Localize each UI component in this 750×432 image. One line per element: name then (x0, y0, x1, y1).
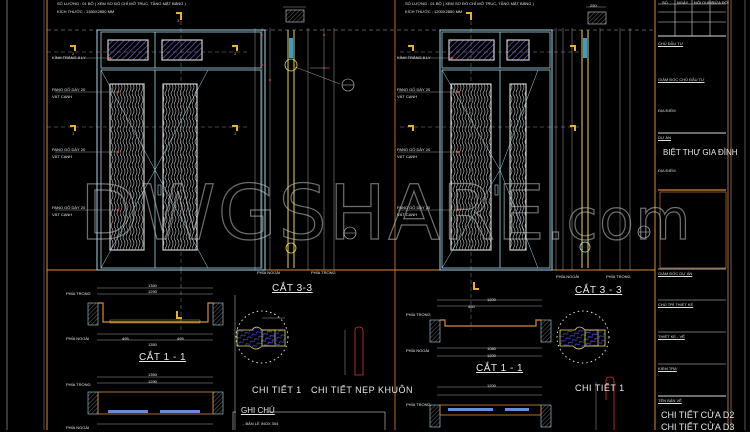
right-section-1-title: CẮT 1 - 1 (476, 363, 524, 374)
right-spec-size: KÍCH THƯỚC : 1200X2850 MM (405, 9, 463, 14)
right-s2-inside-label: PHÍA TRONG (406, 402, 431, 407)
right-callout-panel-3: PANO GỖ DÀY 20 (397, 205, 431, 210)
right-callout-bevel-2: VÁT CẠNH (397, 154, 418, 159)
title-block-grid (658, 0, 727, 397)
left-callout-panel-2: PANO GỖ DÀY 20 (52, 147, 86, 152)
molding-detail-title: CHI TIẾT NẸP KHUÔN (311, 385, 414, 395)
tb-label-location: ĐỊA ĐIỂM (658, 108, 676, 113)
tb-project-name: BIỆT THỰ GIA ĐÌNH (663, 148, 738, 157)
left-s1-inside-label: PHÍA TRONG (66, 291, 91, 296)
tb-label-project: DỰ ÁN (658, 135, 671, 140)
right-callout-bevel-3: VÁT CẠNH (397, 212, 418, 217)
left-label-outside: PHÍA NGOÀI (257, 270, 281, 275)
left-s2-inside-label: PHÍA TRONG (66, 382, 91, 387)
left-mark-3-top: 3 (177, 18, 180, 23)
right-detail-1-title: CHI TIẾT 1 (575, 383, 625, 393)
right-s2-dim-total: 1200 (487, 383, 496, 388)
tb-label-lead-designer: CHỦ TRÌ THIẾT KẾ (658, 302, 694, 307)
right-s1-inside-label: PHÍA TRONG (406, 312, 431, 317)
left-vertical-section (254, 6, 357, 270)
right-section-3-title: CẮT 3 - 3 (575, 285, 623, 296)
detail-1-right (556, 310, 610, 364)
tb-drawing-name-2: CHI TIẾT CỬA D3 (661, 422, 735, 432)
left-detail-1-title: CHI TIẾT 1 (252, 385, 302, 395)
left-callout-panel-1: PANO GỖ DÀY 20 (52, 87, 86, 92)
right-callout-bevel-1: VÁT CẠNH (397, 94, 418, 99)
tb-label-owner-director: GIÁM ĐỐC CHỦ ĐẦU TƯ (658, 77, 705, 82)
right-callout-panel-2: PANO GỖ DÀY 20 (397, 147, 431, 152)
left-callout-bevel-1: VÁT CẠNH (52, 94, 73, 99)
left-callout-glass: KÍNH TRẮNG 8 LY (52, 55, 86, 60)
left-spec-quantity: SỐ LƯỢNG : 01 BỘ ( XEM SƠ ĐỒ CHỈ MỞ TRỤC… (57, 1, 186, 6)
left-s2-outside-label: PHÍA NGOÀI (66, 425, 90, 430)
left-callout-bevel-3: VÁT CẠNH (52, 212, 73, 217)
tb-label-location-2: ĐỊA ĐIỂM (658, 168, 676, 173)
watermark: DWGSHARE.com (79, 167, 693, 257)
right-s1-outside-label: PHÍA NGOÀI (406, 348, 430, 353)
tb-col-revision: SỬA ĐỔI (712, 0, 729, 5)
tb-label-project-director: GIÁM ĐỐC DỰ ÁN (658, 271, 693, 276)
right-s1-dim-leaf-1: 460 (468, 304, 475, 309)
tb-col-content: NỘI DUNG (694, 0, 714, 5)
left-plan-sections (87, 287, 224, 425)
tb-col-date: NGÀY (677, 0, 689, 5)
left-s1-dim-bottom-total: 1350 (148, 342, 157, 347)
left-callout-bevel-2: VÁT CẠNH (52, 154, 73, 159)
right-label-inside: PHÍA TRONG (606, 274, 631, 279)
left-label-inside: PHÍA TRONG (311, 270, 336, 275)
left-mark-1-right: 1 (234, 131, 237, 136)
detail-1-left (235, 310, 289, 364)
left-s2-dim-total: 1350 (148, 372, 157, 377)
left-s2-dim-inner: 1290 (148, 379, 157, 384)
notes-item-1: - BẢN LỀ INOX 304 (243, 421, 279, 426)
right-callout-glass: KÍNH TRẮNG 8 LY (397, 55, 431, 60)
left-mark-2-right: 2 (234, 51, 237, 56)
right-s1-dim-inner: 1080 (487, 346, 496, 351)
notes-title: GHI CHÚ (241, 406, 275, 415)
left-s1-dim-leaf-1: 495 (122, 336, 129, 341)
right-callout-panel-1: PANO GỖ DÀY 20 (397, 87, 431, 92)
right-spec-quantity: SỐ LƯỢNG : 01 BỘ ( XEM SƠ ĐỒ CHỈ MỞ TRỤC… (405, 1, 534, 6)
right-label-outside: PHÍA NGOÀI (556, 274, 580, 279)
tb-label-designer-drafter: THIẾT KẾ - VẼ (658, 334, 685, 339)
right-door-elevation (398, 12, 576, 290)
left-spec-size: KÍCH THƯỚC : 1350X2850 MM (57, 9, 115, 14)
left-callout-panel-3: PANO GỖ DÀY 20 (52, 205, 86, 210)
right-s1-dim-total: 1200 (487, 297, 496, 302)
left-s1-outside-label: PHÍA NGOÀI (66, 336, 90, 341)
tb-drawing-name-1: CHI TIẾT CỬA D2 (661, 410, 735, 420)
molding-detail (344, 326, 615, 430)
left-door-elevation (55, 12, 266, 319)
right-s1-dim-bottom-total: 1200 (487, 353, 496, 358)
tb-label-drawing-name: TÊN BẢN VẼ (658, 398, 682, 403)
left-s1-dim-leaf-2: 495 (177, 336, 184, 341)
left-mark-1-left: 1 (72, 131, 75, 136)
left-s1-dim-inner: 1290 (148, 289, 157, 294)
right-top-dim: 250 (590, 3, 597, 8)
tb-label-checker: KIỂM TRA (658, 366, 677, 371)
left-section-3-title: CẮT 3-3 (272, 283, 313, 294)
right-plan-sections (429, 299, 552, 428)
left-s1-dim-total: 1350 (148, 283, 157, 288)
right-vertical-section (555, 6, 651, 270)
tb-col-no: SỐ (662, 0, 668, 5)
tb-label-owner: CHỦ ĐẦU TƯ (658, 41, 684, 46)
left-section-1-title: CẮT 1 - 1 (139, 352, 187, 363)
left-mark-2-left: 2 (72, 51, 75, 56)
